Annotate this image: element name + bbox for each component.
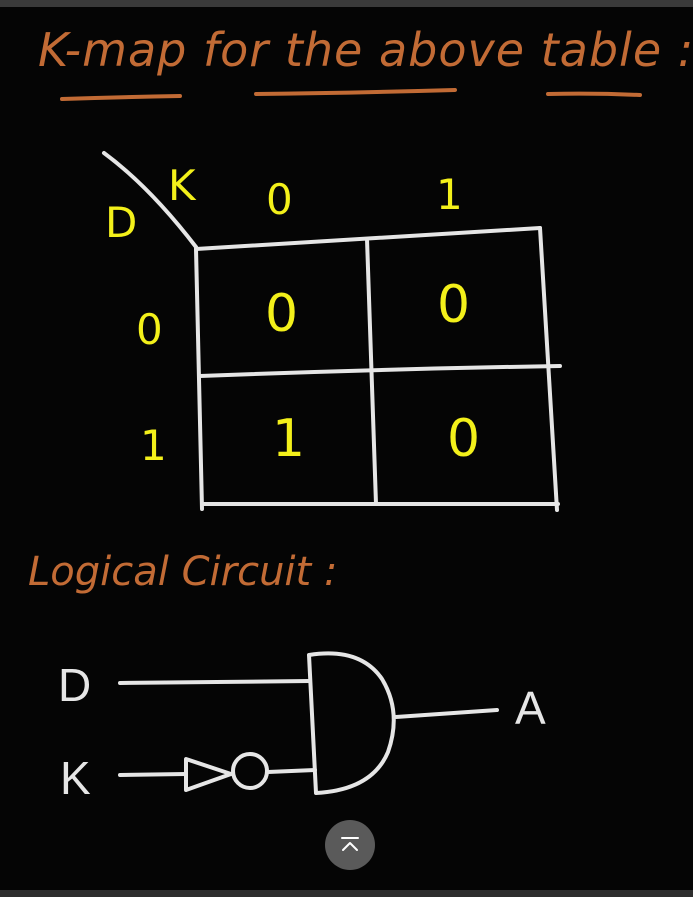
kmap-cell-1-0: 1 (272, 409, 306, 469)
circuit-subtitle: Logical Circuit : (28, 549, 338, 595)
kmap-row-header-1: 1 (140, 421, 167, 470)
title-underline-3 (546, 91, 642, 97)
kmap-grid-left (194, 247, 204, 511)
title-underline-1 (60, 94, 182, 101)
circuit-output-a-label: A (515, 682, 546, 734)
kmap-col-header-1: 1 (436, 170, 463, 219)
circuit-input-k-label: K (60, 752, 91, 804)
kmap-cell-0-1: 0 (437, 275, 471, 335)
wire-output (394, 708, 499, 719)
not-gate-triangle (184, 757, 233, 792)
wire-d-input (118, 679, 312, 685)
circuit-input-d-label: D (58, 659, 92, 711)
not-gate-bubble (231, 752, 269, 790)
window-bottom-bar (0, 890, 693, 897)
scroll-to-top-button[interactable] (325, 820, 375, 870)
kmap-col-variable: K (168, 161, 196, 210)
whiteboard-canvas: K-map for the above table : D K 0 1 0 1 … (0, 7, 693, 890)
kmap-col-header-0: 0 (266, 175, 293, 224)
kmap-grid-middle-v (365, 237, 378, 506)
kmap-row-header-0: 0 (136, 305, 163, 354)
chevron-up-bar-icon (341, 837, 359, 851)
drawing-layer (60, 88, 642, 795)
kmap-grid-right (538, 226, 559, 512)
kmap-diagonal (102, 151, 198, 249)
wire-k-input (118, 772, 188, 777)
kmap-row-variable: D (105, 198, 138, 247)
kmap-grid-middle-h (198, 364, 562, 378)
kmap-title: K-map for the above table : (38, 23, 693, 77)
kmap-cell-0-0: 0 (265, 284, 299, 344)
window-top-bar (0, 0, 693, 7)
and-gate-body (307, 651, 396, 795)
kmap-cell-1-1: 0 (447, 409, 481, 469)
title-underline-2 (254, 88, 457, 96)
wire-not-to-and (266, 768, 317, 774)
